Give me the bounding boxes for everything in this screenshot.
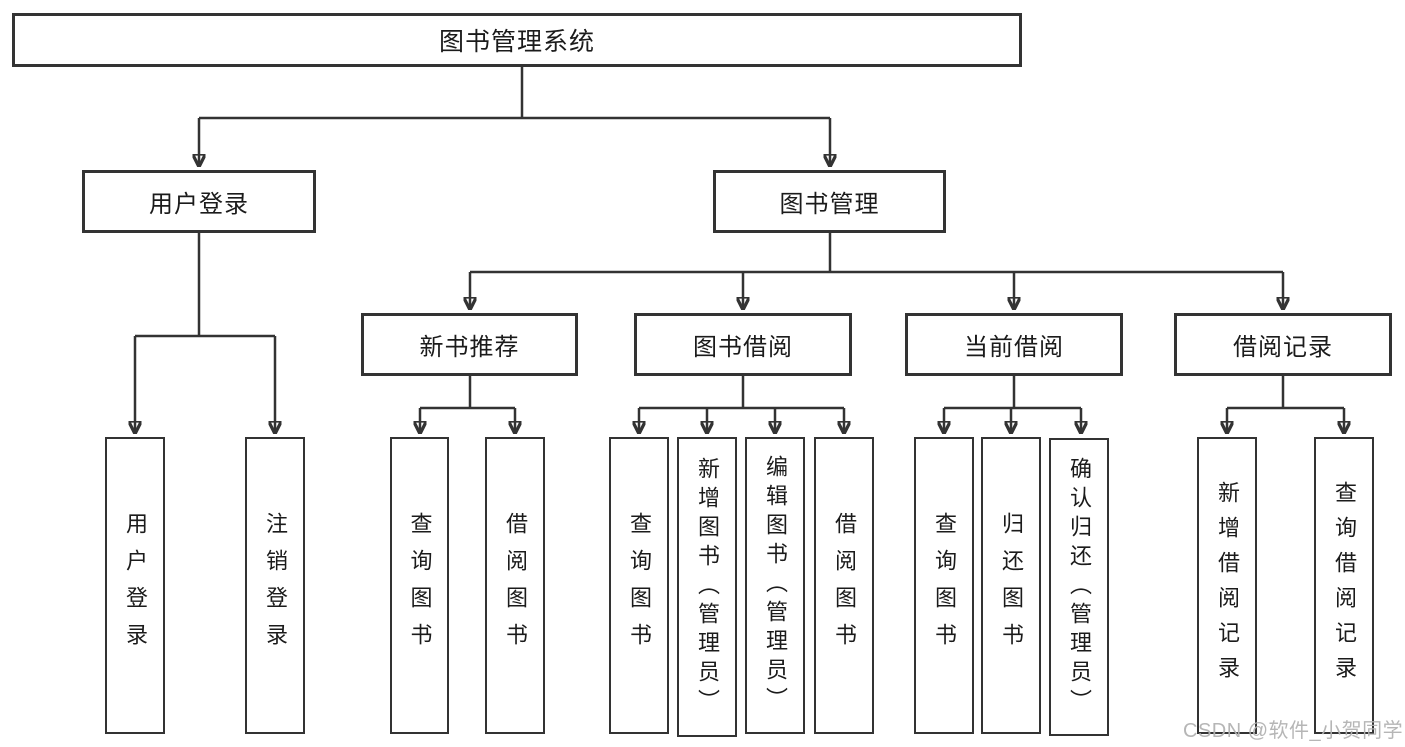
leaf-confirm-return-admin-label: 确认归还（管理员） bbox=[1067, 456, 1092, 718]
connector-newbook-to-leaves bbox=[420, 376, 515, 432]
leaf-query-books-borrowing: 查询图书 bbox=[609, 437, 669, 734]
leaf-query-borrow-record-label: 查询借阅记录 bbox=[1332, 480, 1357, 691]
connector-borrowing-to-leaves bbox=[639, 376, 844, 432]
leaf-add-books-admin-label: 新增图书（管理员） bbox=[695, 456, 720, 718]
node-root-label: 图书管理系统 bbox=[438, 28, 595, 56]
leaf-edit-books-admin: 编辑图书（管理员） bbox=[745, 437, 805, 734]
leaf-query-books-borrowing-label: 查询图书 bbox=[627, 511, 652, 660]
node-book-management-label: 图书管理 bbox=[779, 191, 880, 218]
leaf-user-login: 用户登录 bbox=[105, 437, 165, 734]
node-user-login: 用户登录 bbox=[82, 170, 316, 233]
leaf-logout-label: 注销登录 bbox=[263, 511, 288, 660]
connector-records-to-leaves bbox=[1227, 376, 1344, 432]
leaf-query-books-recommend-label: 查询图书 bbox=[407, 511, 433, 660]
leaf-borrow-books-borrowing: 借阅图书 bbox=[814, 437, 874, 734]
leaf-query-borrow-record: 查询借阅记录 bbox=[1314, 437, 1374, 734]
leaf-confirm-return-admin: 确认归还（管理员） bbox=[1049, 438, 1109, 736]
connector-current-to-leaves bbox=[944, 376, 1081, 432]
leaf-query-books-current: 查询图书 bbox=[914, 437, 974, 734]
connector-userlogin-to-leaves bbox=[135, 233, 275, 432]
node-book-borrowing: 图书借阅 bbox=[634, 313, 852, 376]
node-new-book-recommendation: 新书推荐 bbox=[361, 313, 578, 376]
node-current-borrowing-label: 当前借阅 bbox=[964, 334, 1064, 361]
leaf-borrow-books-recommend-label: 借阅图书 bbox=[503, 511, 528, 660]
leaf-query-books-recommend: 查询图书 bbox=[390, 437, 449, 734]
node-user-login-label: 用户登录 bbox=[149, 191, 249, 218]
csdn-watermark: CSDN @软件_小贺同学 bbox=[1183, 720, 1404, 742]
leaf-add-books-admin: 新增图书（管理员） bbox=[677, 437, 737, 737]
connector-bookmgmt-to-level2 bbox=[470, 233, 1283, 308]
leaf-edit-books-admin-label: 编辑图书（管理员） bbox=[763, 455, 788, 716]
leaf-add-borrow-record-label: 新增借阅记录 bbox=[1215, 480, 1240, 691]
leaf-add-borrow-record: 新增借阅记录 bbox=[1197, 437, 1257, 734]
node-book-management: 图书管理 bbox=[713, 170, 946, 233]
leaf-borrow-books-borrowing-label: 借阅图书 bbox=[832, 511, 857, 660]
leaf-user-login-label: 用户登录 bbox=[123, 511, 148, 660]
leaf-return-books: 归还图书 bbox=[981, 437, 1041, 734]
node-borrowing-records: 借阅记录 bbox=[1174, 313, 1392, 376]
node-book-borrowing-label: 图书借阅 bbox=[693, 334, 793, 361]
leaf-return-books-label: 归还图书 bbox=[999, 511, 1024, 660]
node-borrowing-records-label: 借阅记录 bbox=[1233, 334, 1333, 361]
node-current-borrowing: 当前借阅 bbox=[905, 313, 1123, 376]
node-new-book-recommendation-label: 新书推荐 bbox=[419, 334, 520, 361]
connector-root-to-level1 bbox=[199, 67, 830, 165]
leaf-borrow-books-recommend: 借阅图书 bbox=[485, 437, 545, 734]
leaf-query-books-current-label: 查询图书 bbox=[932, 511, 957, 660]
leaf-logout: 注销登录 bbox=[245, 437, 305, 734]
node-root: 图书管理系统 bbox=[12, 13, 1022, 67]
